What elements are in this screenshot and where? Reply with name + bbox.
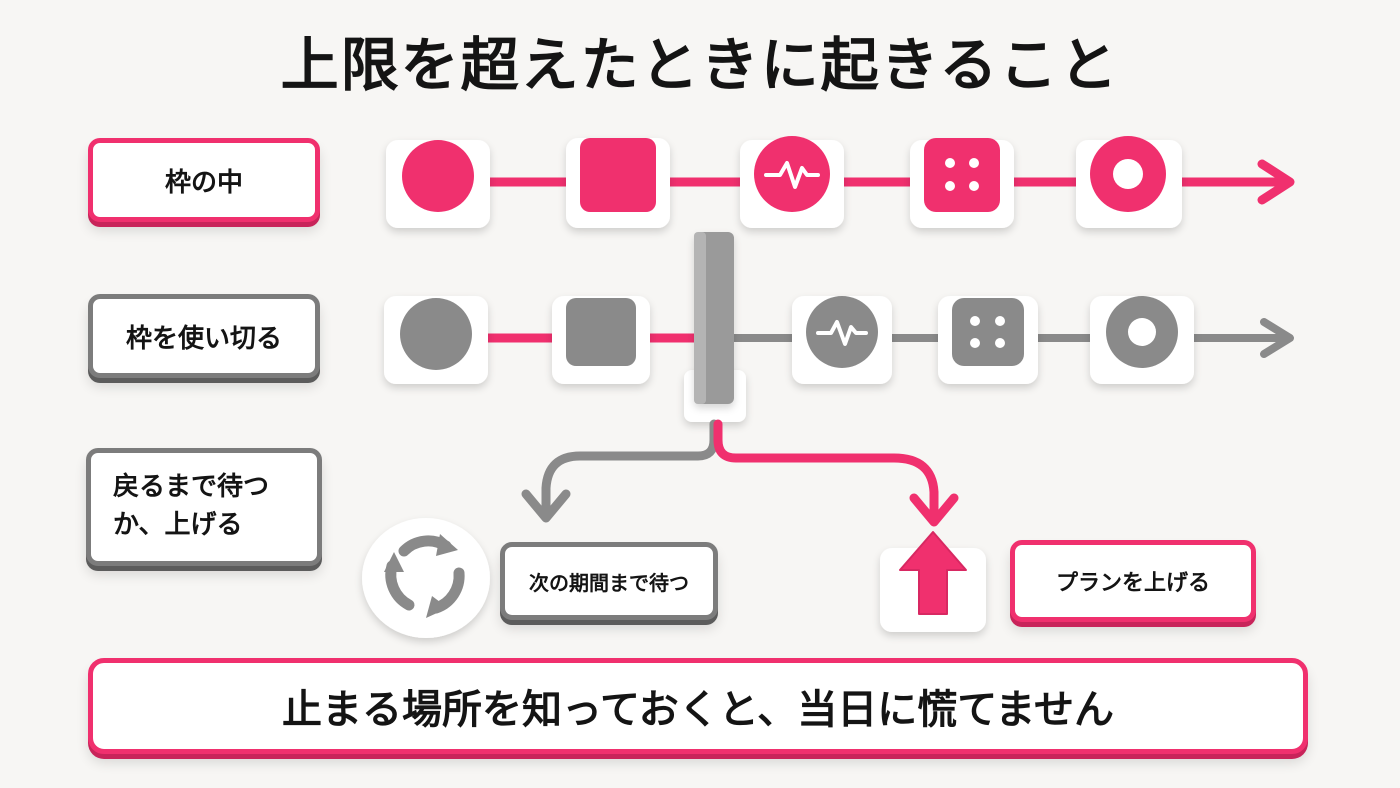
pulse-icon	[754, 136, 830, 212]
ring-icon	[1090, 136, 1166, 212]
circle-icon	[402, 140, 474, 212]
option-upgrade-plan: プランを上げる	[1010, 540, 1256, 622]
stop-barrier	[684, 232, 746, 422]
square-icon	[566, 298, 636, 366]
row-label-text: 枠の中	[164, 167, 243, 198]
branch-paths	[521, 419, 959, 527]
arrow-right-icon	[1260, 318, 1294, 358]
row-label-quota-used: 枠を使い切る	[88, 294, 320, 378]
row-label-text: 戻るまで待つか、上げる	[113, 472, 270, 540]
arrow-down-icon	[909, 493, 959, 527]
arrow-down-icon	[521, 489, 571, 523]
arrow-right-icon	[1257, 159, 1295, 205]
branch-wait-path	[541, 419, 719, 513]
up-arrow-icon	[880, 531, 986, 632]
row-2-flow	[384, 232, 1294, 422]
page-title: 上限を超えたときに起きること	[280, 31, 1120, 99]
pulse-icon	[806, 296, 878, 368]
dice-icon	[952, 298, 1024, 366]
row-label-wait-or-upgrade: 戻るまで待つか、上げる	[86, 448, 322, 566]
ring-icon	[1106, 296, 1178, 368]
row-label-in-quota: 枠の中	[88, 138, 320, 222]
option-upgrade-text: プランを上げる	[1055, 571, 1210, 596]
branch-upgrade-path	[713, 419, 939, 517]
circle-icon	[400, 298, 472, 370]
option-wait-next-period: 次の期間まで待つ	[500, 542, 718, 620]
footer-message-box: 止まる場所を知っておくと、当日に慌てません	[88, 658, 1308, 754]
square-icon	[580, 138, 656, 212]
dice-icon	[924, 138, 1000, 212]
option-wait-text: 次の期間まで待つ	[529, 570, 689, 595]
footer-message-text: 止まる場所を知っておくと、当日に慌てません	[282, 687, 1114, 733]
refresh-cycle-icon	[362, 518, 490, 638]
row-1-flow	[386, 136, 1295, 228]
row-label-text: 枠を使い切る	[125, 323, 282, 354]
